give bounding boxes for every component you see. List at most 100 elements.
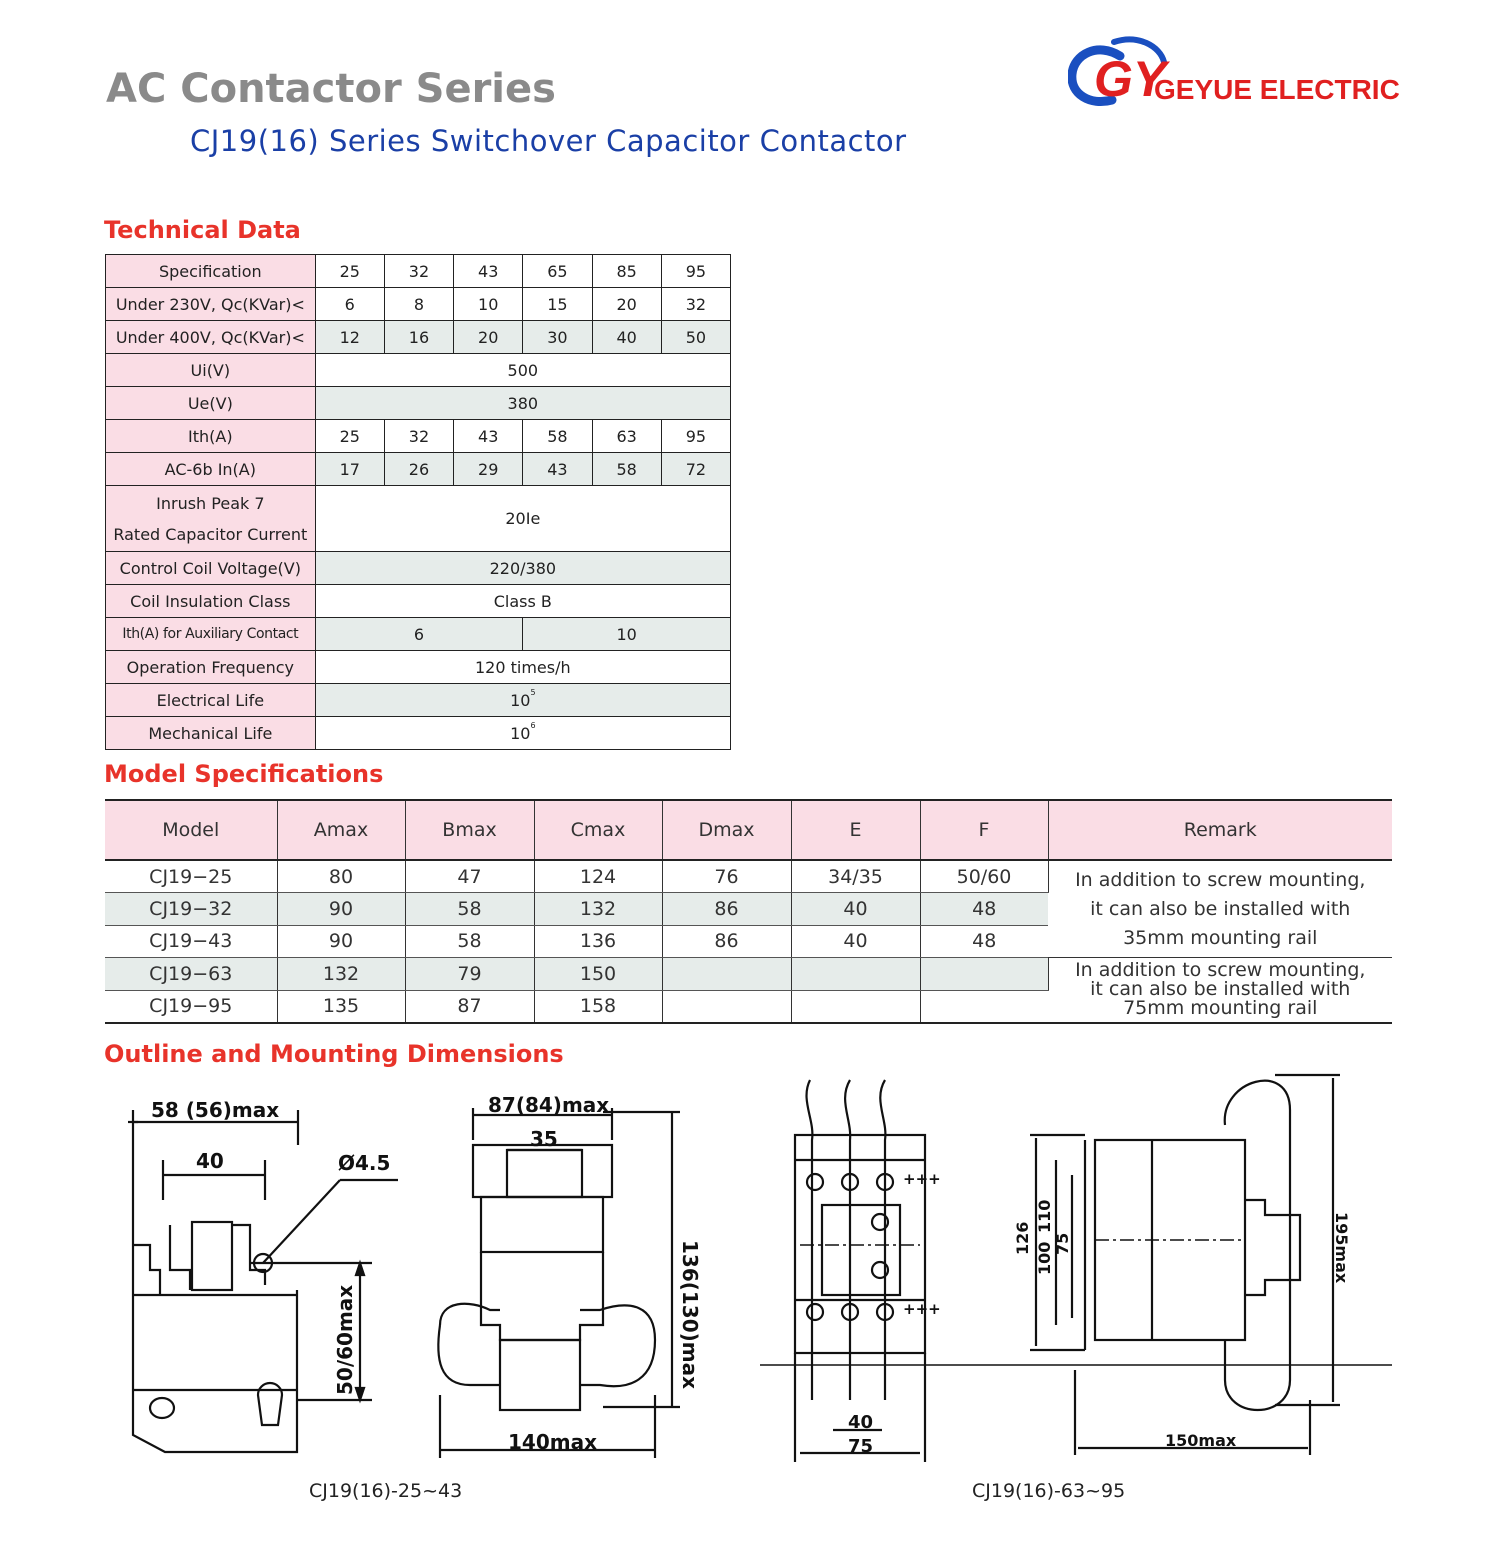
column-header: Bmax: [405, 799, 535, 861]
cell: 132: [277, 957, 406, 991]
cell: 32: [660, 287, 732, 321]
cell: 65: [522, 254, 593, 288]
cell: 16: [383, 320, 455, 354]
cell: 380: [314, 386, 732, 420]
cell: [920, 957, 1049, 991]
cell: CJ19−43: [105, 925, 278, 958]
cell: 47: [405, 860, 535, 893]
cell: 43: [453, 254, 524, 288]
remark-line: In addition to screw mounting,: [1075, 959, 1366, 982]
cell: [662, 990, 792, 1024]
dim-label: 87(84)max: [488, 1093, 609, 1117]
label-aux: Ith(A) for Auxiliary Contact: [105, 617, 316, 651]
dim-label: 150max: [1165, 1431, 1237, 1450]
figure-front-view-large: [760, 1079, 1392, 1462]
cell: 86: [662, 892, 792, 926]
remark-line: In addition to screw mounting,: [1075, 868, 1366, 891]
label-specification: Specification: [105, 254, 316, 288]
cell: 124: [534, 860, 663, 893]
row-ue: Ue(V) 380: [105, 386, 732, 420]
dim-label: 136(130)max: [678, 1240, 702, 1389]
elec-life-exp: 5: [530, 687, 536, 697]
label-op-freq: Operation Frequency: [105, 650, 316, 684]
label-inrush-line1: Inrush Peak 7: [156, 493, 265, 513]
column-header: F: [920, 799, 1049, 861]
technical-data-heading: Technical Data: [104, 216, 301, 244]
cell: 12: [314, 320, 385, 354]
column-header: Model: [105, 799, 278, 861]
page-subtitle: CJ19(16) Series Switchover Capacitor Con…: [190, 124, 907, 158]
cell: 10: [453, 287, 524, 321]
dim-label: 50/60max: [333, 1285, 357, 1395]
mech-life-base: 10: [510, 723, 531, 743]
remark-cell: In addition to screw mounting, it can al…: [1048, 860, 1392, 958]
row-coil-insulation: Coil Insulation Class Class B: [105, 584, 732, 618]
remark-line: it can also be installed with: [1090, 897, 1351, 920]
caption-left: CJ19(16)-25~43: [309, 1480, 463, 1502]
cell: 80: [277, 860, 406, 893]
mech-life-exp: 6: [530, 720, 536, 730]
remark-line: 75mm mounting rail: [1123, 997, 1318, 1020]
cell: 90: [277, 925, 406, 958]
dim-label: 40: [196, 1149, 224, 1173]
label-ac6b: AC-6b In(A): [105, 452, 316, 486]
outline-drawings: 58 (56)max 40 Ø4.5 50/60max 87(84)max: [128, 1073, 1392, 1462]
technical-data-table: Specification 25 32 43 65 85 95 Under 23…: [105, 254, 732, 750]
dim-label: 75: [1053, 1233, 1072, 1255]
cell: 6: [314, 287, 385, 321]
label-elec-life: Electrical Life: [105, 683, 316, 717]
column-header: Amax: [277, 799, 406, 861]
row-elec-life: Electrical Life 105: [105, 683, 732, 717]
cell: CJ19−63: [105, 957, 278, 991]
cell: 90: [277, 892, 406, 926]
cell: 32: [383, 419, 455, 453]
figure-side-view-small: [437, 1108, 680, 1458]
column-header: Dmax: [662, 799, 792, 861]
label-coil-voltage: Control Coil Voltage(V): [105, 551, 316, 585]
label-coil-insulation: Coil Insulation Class: [105, 584, 316, 618]
column-header: E: [791, 799, 921, 861]
cell: CJ19−95: [105, 990, 278, 1024]
plus-marks: +++: [903, 1170, 941, 1188]
cell: 105: [314, 683, 732, 717]
label-q230: Under 230V, Qc(KVar)<: [105, 287, 316, 321]
header-row: Model Amax Bmax Cmax Dmax E F Remark: [105, 799, 1392, 861]
row-ac6b: AC-6b In(A) 17 26 29 43 58 72: [105, 452, 732, 486]
cell: 10: [522, 617, 731, 651]
row-aux: Ith(A) for Auxiliary Contact 6 10: [105, 617, 731, 651]
dim-label: Ø4.5: [338, 1151, 390, 1175]
model-specifications-heading: Model Specifications: [104, 760, 384, 788]
geyue-logo: GY: [1068, 36, 1171, 107]
cell: 135: [277, 990, 406, 1024]
cell: 40: [791, 925, 921, 958]
cell: 48: [920, 892, 1048, 926]
cell: 48: [920, 925, 1048, 958]
cell: 158: [534, 990, 663, 1024]
row-coil-voltage: Control Coil Voltage(V) 220/380: [105, 551, 732, 585]
label-q400: Under 400V, Qc(KVar)<: [105, 320, 316, 354]
cell: 58: [522, 419, 593, 453]
column-header: Cmax: [534, 799, 663, 861]
cell: 72: [660, 452, 732, 486]
cell: 40: [591, 320, 662, 354]
table-row: CJ19−32 90 58 132 86 40 48: [105, 892, 1392, 926]
remark-line: 35mm mounting rail: [1123, 926, 1318, 949]
column-header: Remark: [1048, 799, 1392, 861]
cell: 87: [405, 990, 535, 1024]
cell: 25: [314, 254, 385, 288]
dim-label: 140max: [508, 1430, 597, 1454]
caption-right: CJ19(16)-63~95: [972, 1480, 1126, 1502]
plus-marks: +++: [903, 1300, 941, 1318]
cell: 30: [522, 320, 593, 354]
label-ui: Ui(V): [105, 353, 316, 387]
row-specification: Specification 25 32 43 65 85 95: [105, 254, 732, 288]
cell: 8: [383, 287, 455, 321]
cell: 20: [453, 320, 524, 354]
cell: 43: [453, 419, 524, 453]
cell: CJ19−32: [105, 892, 278, 926]
dim-label: 58 (56)max: [151, 1098, 279, 1122]
cell: 50/60: [920, 860, 1049, 893]
dim-label: 40: [848, 1412, 873, 1433]
row-ith: Ith(A) 25 32 43 58 63 95: [105, 419, 732, 453]
cell: 85: [591, 254, 662, 288]
